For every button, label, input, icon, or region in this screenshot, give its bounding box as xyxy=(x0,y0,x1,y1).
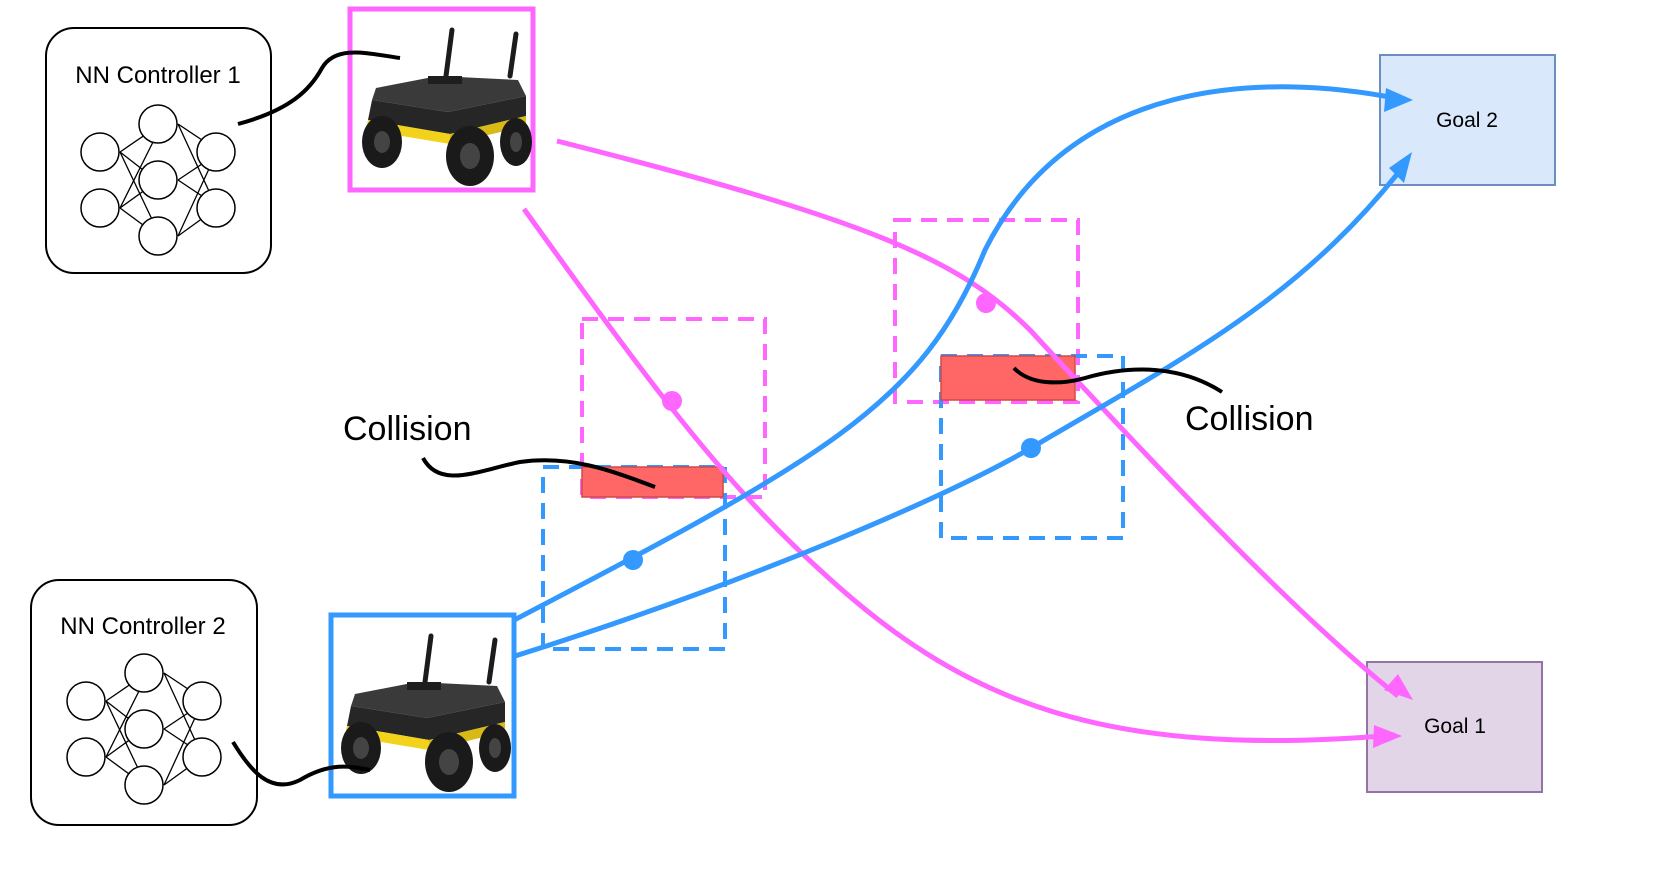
robot-1-sample-point xyxy=(976,293,996,313)
collision-pointer-2 xyxy=(1012,366,1224,394)
collision-label-2: Collision xyxy=(1185,400,1314,438)
arrowhead-icon xyxy=(1373,725,1402,748)
nn-controller-2-label: NN Controller 2 xyxy=(60,613,225,640)
controller-2-connector xyxy=(231,740,371,787)
controller-1-connector xyxy=(237,50,401,126)
robot-1-sample-point xyxy=(662,391,682,411)
collision-label-1: Collision xyxy=(343,410,472,448)
collision-pointer-1 xyxy=(421,456,656,489)
robot-2-trajectory-to-goal-2-a xyxy=(474,84,1406,643)
goal-2-box: Goal 2 xyxy=(1379,54,1556,186)
arrowhead-icon xyxy=(1384,88,1413,112)
goal-2-label: Goal 2 xyxy=(1436,109,1498,132)
robot-2-sample-point xyxy=(623,550,643,570)
goal-1-label: Goal 1 xyxy=(1424,715,1486,738)
arrowhead-icon xyxy=(1389,152,1412,183)
nn-controller-1: NN Controller 1 xyxy=(45,27,272,274)
arrowhead-icon xyxy=(1384,674,1413,700)
nn-controller-2: NN Controller 2 xyxy=(30,579,258,826)
robot-2 xyxy=(328,612,517,799)
robot-1 xyxy=(347,6,536,193)
robot-1-reachable-set-2 xyxy=(893,218,1080,404)
collision-region-2 xyxy=(940,355,1076,401)
nn-controller-1-label: NN Controller 1 xyxy=(75,62,240,89)
collision-region-1 xyxy=(581,466,724,498)
robot-1-trajectory-to-goal-1-a xyxy=(556,138,1400,698)
robot-2-sample-point xyxy=(1021,438,1041,458)
robot-1-trajectory-to-goal-1-b xyxy=(521,207,1396,744)
